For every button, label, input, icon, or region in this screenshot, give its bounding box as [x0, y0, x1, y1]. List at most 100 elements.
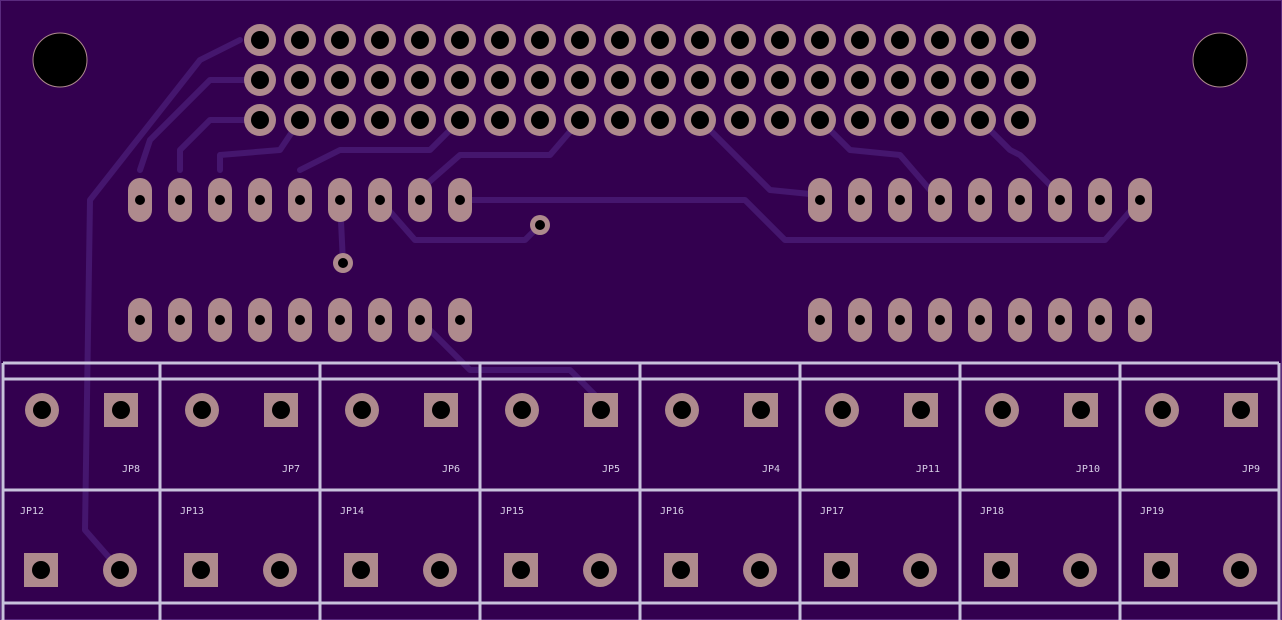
- copper-trace: [177, 117, 263, 173]
- pad-drill: [535, 220, 545, 230]
- copper-trace: [377, 197, 543, 243]
- pad-drill: [491, 71, 509, 89]
- pad-drill: [451, 31, 469, 49]
- pad-drill: [1232, 401, 1250, 419]
- pad-drill: [335, 315, 345, 325]
- jumper-label: JP19: [1140, 506, 1164, 517]
- pad-drill: [1153, 401, 1171, 419]
- pad-drill: [971, 71, 989, 89]
- pad-drill: [911, 561, 929, 579]
- pad-drill: [255, 315, 265, 325]
- pad-drill: [192, 561, 210, 579]
- pad-drill: [751, 561, 769, 579]
- jumper-pads: [24, 393, 1258, 587]
- pad-drill: [112, 401, 130, 419]
- pad-drill: [1015, 315, 1025, 325]
- pad-drill: [531, 111, 549, 129]
- pin-header-3x20: [244, 24, 1036, 136]
- pad-drill: [851, 111, 869, 129]
- pad-drill: [531, 71, 549, 89]
- pad-drill: [135, 315, 145, 325]
- pad-drill: [251, 71, 269, 89]
- jumper-label: JP9: [1242, 464, 1260, 475]
- pad-drill: [811, 31, 829, 49]
- copper-trace: [457, 197, 1143, 243]
- pad-drill: [451, 111, 469, 129]
- pad-drill: [611, 71, 629, 89]
- pad-drill: [331, 71, 349, 89]
- pad-drill: [415, 195, 425, 205]
- pad-drill: [771, 111, 789, 129]
- pad-drill: [33, 401, 51, 419]
- pad-drill: [591, 561, 609, 579]
- pad-drill: [291, 71, 309, 89]
- pad-drill: [455, 195, 465, 205]
- pad-drill: [891, 71, 909, 89]
- pad-drill: [353, 401, 371, 419]
- pad-drill: [512, 561, 530, 579]
- pad-drill: [691, 31, 709, 49]
- pad-drill: [1015, 195, 1025, 205]
- copper-trace: [417, 317, 603, 403]
- jumper-label: JP11: [916, 464, 940, 475]
- copper-trace: [417, 117, 583, 193]
- pad-drill: [1095, 195, 1105, 205]
- pad-drill: [691, 111, 709, 129]
- pad-drill: [451, 71, 469, 89]
- pad-drill: [1095, 315, 1105, 325]
- pad-drill: [352, 561, 370, 579]
- pad-drill: [271, 561, 289, 579]
- pad-drill: [855, 315, 865, 325]
- pad-drill: [651, 71, 669, 89]
- pad-drill: [571, 111, 589, 129]
- pad-drill: [193, 401, 211, 419]
- jumper-label: JP6: [442, 464, 460, 475]
- pad-drill: [1135, 195, 1145, 205]
- pad-drill: [731, 31, 749, 49]
- copper-traces: [82, 37, 1143, 573]
- jumper-label: JP15: [500, 506, 524, 517]
- jumper-label: JP16: [660, 506, 684, 517]
- pad-drill: [1152, 561, 1170, 579]
- pad-drill: [295, 315, 305, 325]
- pad-drill: [371, 71, 389, 89]
- jumper-label: JP17: [820, 506, 844, 517]
- vias: [333, 215, 550, 273]
- pad-drill: [1011, 111, 1029, 129]
- pad-drill: [531, 31, 549, 49]
- pad-drill: [815, 315, 825, 325]
- pad-drill: [851, 31, 869, 49]
- pad-drill: [1135, 315, 1145, 325]
- pad-drill: [992, 561, 1010, 579]
- pad-drill: [651, 31, 669, 49]
- pad-drill: [935, 315, 945, 325]
- pad-drill: [1055, 315, 1065, 325]
- jumper-label: JP4: [762, 464, 780, 475]
- pad-drill: [832, 561, 850, 579]
- pad-drill: [851, 71, 869, 89]
- pad-drill: [895, 195, 905, 205]
- pad-drill: [272, 401, 290, 419]
- pad-drill: [215, 315, 225, 325]
- copper-trace: [82, 37, 243, 573]
- pad-drill: [331, 111, 349, 129]
- pad-drill: [592, 401, 610, 419]
- pad-drill: [415, 315, 425, 325]
- pad-drill: [731, 111, 749, 129]
- pad-drill: [251, 31, 269, 49]
- pad-drill: [175, 315, 185, 325]
- pad-drill: [611, 111, 629, 129]
- pad-drill: [215, 195, 225, 205]
- mounting-hole: [1192, 32, 1248, 88]
- pad-drill: [811, 111, 829, 129]
- dip-socket-right: [808, 178, 1152, 342]
- pad-drill: [411, 71, 429, 89]
- pad-drill: [975, 195, 985, 205]
- pad-drill: [731, 71, 749, 89]
- pad-drill: [331, 31, 349, 49]
- jumper-label: JP5: [602, 464, 620, 475]
- mounting-hole: [32, 32, 88, 88]
- jumper-label: JP8: [122, 464, 140, 475]
